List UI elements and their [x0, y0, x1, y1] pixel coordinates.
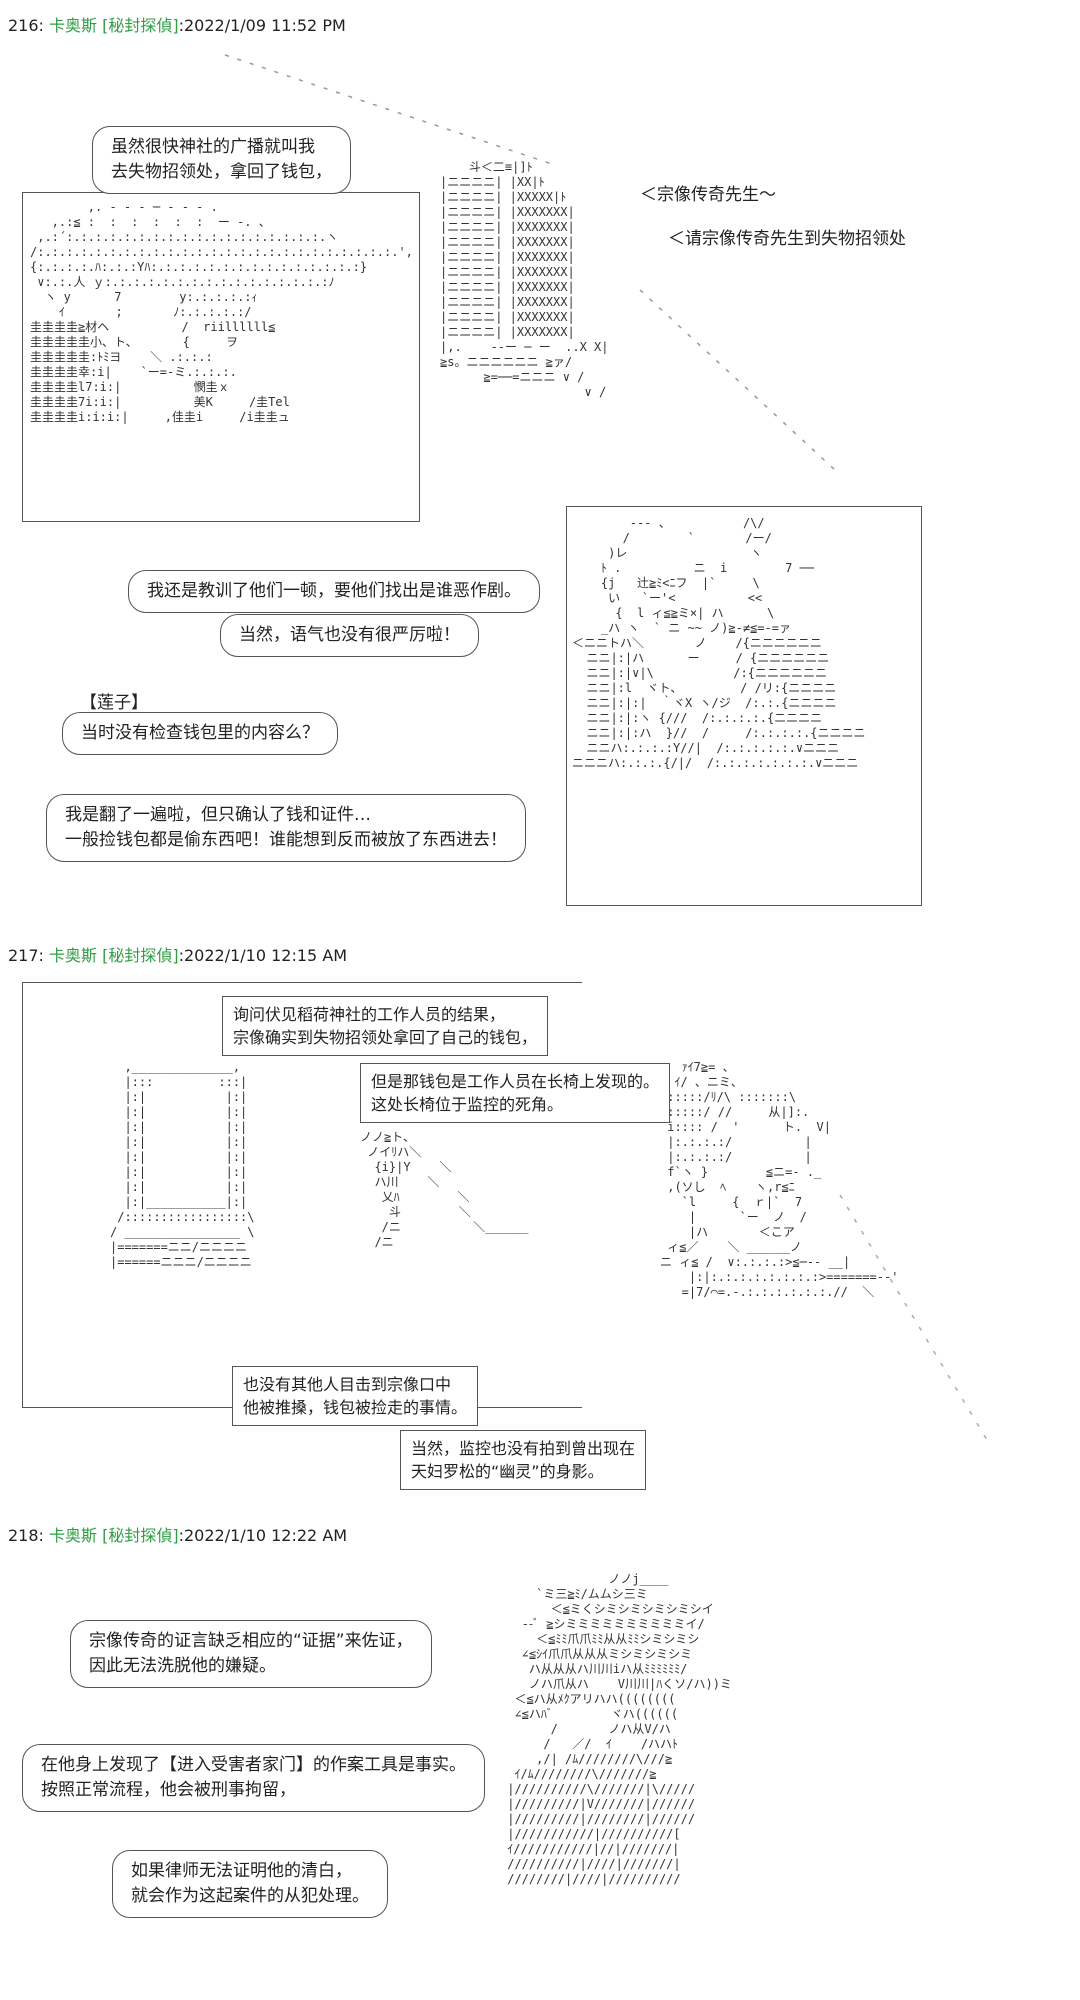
narration-bubble-2: 在他身上发现了【进入受害者家门】的作案工具是事实。 按照正常流程，他会被刑事拘留…: [22, 1744, 485, 1812]
narration-box-4: 当然，监控也没有拍到曾出现在 天妇罗松的“幽灵”的身影。: [400, 1430, 647, 1490]
ascii-art-panel-renko: [566, 506, 922, 906]
post-number: 218:: [8, 1526, 44, 1545]
speech-bubble-munakata-4: 我是翻了一遍啦，但只确认了钱和证件… 一般捡钱包都是偷东西吧！谁能想到反而被放了…: [46, 794, 526, 862]
post-header-217: 217: 卡奥斯 [秘封探偵]:2022/1/10 12:15 AM: [8, 942, 347, 966]
ascii-art-shrine-office: ,______________, |::: :::| |:| |:| |:| |…: [110, 1060, 255, 1269]
speaker-label-renko: 【莲子】: [80, 693, 148, 713]
post-header-218: 218: 卡奥斯 [秘封探偵]:2022/1/10 12:22 AM: [8, 1522, 347, 1546]
poster-name[interactable]: 卡奥斯 [秘封探偵]: [49, 1526, 179, 1545]
poster-name[interactable]: 卡奥斯 [秘封探偵]: [49, 16, 179, 35]
speech-bubble-munakata-2: 我还是教训了他们一顿，要他们找出是谁恶作剧。: [128, 570, 540, 613]
post-header-216: 216: 卡奥斯 [秘封探偵]:2022/1/09 11:52 PM: [8, 12, 346, 36]
broadcast-text-1: ＜宗像传奇先生～: [640, 185, 776, 205]
speech-bubble-munakata-1: 虽然很快神社的广播就叫我 去失物招领处，拿回了钱包，: [92, 126, 351, 194]
narration-box-2: 但是那钱包是工作人员在长椅上发现的。 这处长椅位于监控的死角。: [360, 1063, 671, 1123]
post-number: 217:: [8, 946, 44, 965]
narration-bubble-1: 宗像传奇的证言缺乏相应的“证据”来佐证， 因此无法洗脱他的嫌疑。: [70, 1620, 432, 1688]
ascii-art-munakata: ,. - ‐ - ─ - ‐ - . ,.:≦ : : : : : : ー -.…: [30, 200, 413, 424]
ascii-art-renko-217: ｧｲ7≧= 、 ｲ/ 、ニミ、 :::::/ﾘ/\ :::::::\ :::::…: [660, 1060, 899, 1299]
narration-box-3: 也没有其他人目击到宗像口中 他被推搡，钱包被捡走的事情。: [232, 1366, 479, 1426]
ascii-art-loudspeaker: 斗＜二≡|]ﾄ |ニニニニ| |XX|ﾄ |ニニニニ| |XXXXX|ﾄ |ニニ…: [440, 160, 609, 399]
post-time: :2022/1/09 11:52 PM: [178, 16, 346, 35]
ascii-art-renko: --- 、 /\/ / ` /ー/ )レ ヽ ﾄ . ニ i 7 ── {j 辻…: [572, 516, 866, 770]
ascii-art-panel-munakata: [22, 192, 420, 522]
post-number: 216:: [8, 16, 44, 35]
post-time: :2022/1/10 12:22 AM: [178, 1526, 348, 1545]
post-time: :2022/1/10 12:15 AM: [178, 946, 348, 965]
speech-bubble-renko: 当时没有检查钱包里的内容么？: [62, 712, 338, 755]
narration-bubble-3: 如果律师无法证明他的清白， 就会作为这起案件的从犯处理。: [112, 1850, 388, 1918]
poster-name[interactable]: 卡奥斯 [秘封探偵]: [49, 946, 179, 965]
ascii-art-worker: ノノ≧ト、 ノイﾘハ＼ {i}|Y ＼ ハ川 ＼ 乂ﾊ ＼ 斗 ＼ /ニ ＼__…: [360, 1130, 529, 1249]
ascii-art-figure-218: ノノj____ `ミ三≧ﾐ/ムムシ三ミ ＜≦ミくシミシミシミシミシイ --ﾞ ≧…: [507, 1572, 732, 1886]
narration-box-1: 询问伏见稻荷神社的工作人员的结果， 宗像确实到失物招领处拿回了自己的钱包，: [222, 996, 549, 1056]
broadcast-text-2: ＜请宗像传奇先生到失物招领处: [668, 229, 906, 249]
speech-bubble-munakata-3: 当然，语气也没有很严厉啦！: [220, 614, 479, 657]
